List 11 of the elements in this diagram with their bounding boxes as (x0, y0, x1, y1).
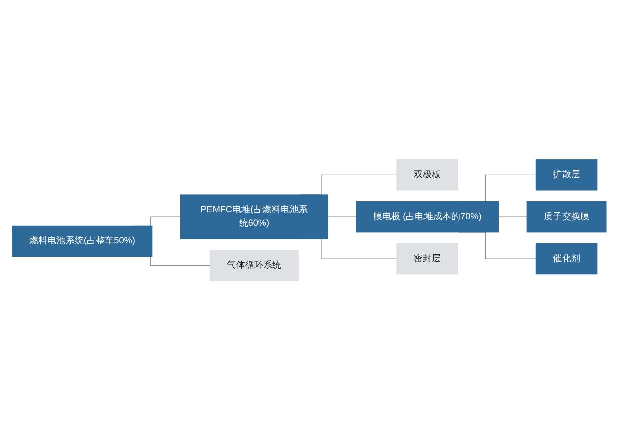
node-box: 扩散层 (536, 160, 598, 191)
node-box: 质子交换膜 (526, 202, 607, 233)
node-box: 密封层 (396, 243, 458, 275)
connector (328, 216, 357, 218)
node-box: 膜电极 (占电堆成本的70%) (356, 202, 500, 233)
node-box: 燃料电池系统(占整车50%) (12, 226, 153, 258)
node-box: 催化剂 (536, 243, 598, 275)
node-box: 气体循环系统 (210, 250, 299, 282)
node-box: PEMFC电堆(占燃料电池系统60%) (180, 194, 328, 240)
node-box: 双极板 (396, 160, 458, 191)
connector (498, 216, 528, 218)
